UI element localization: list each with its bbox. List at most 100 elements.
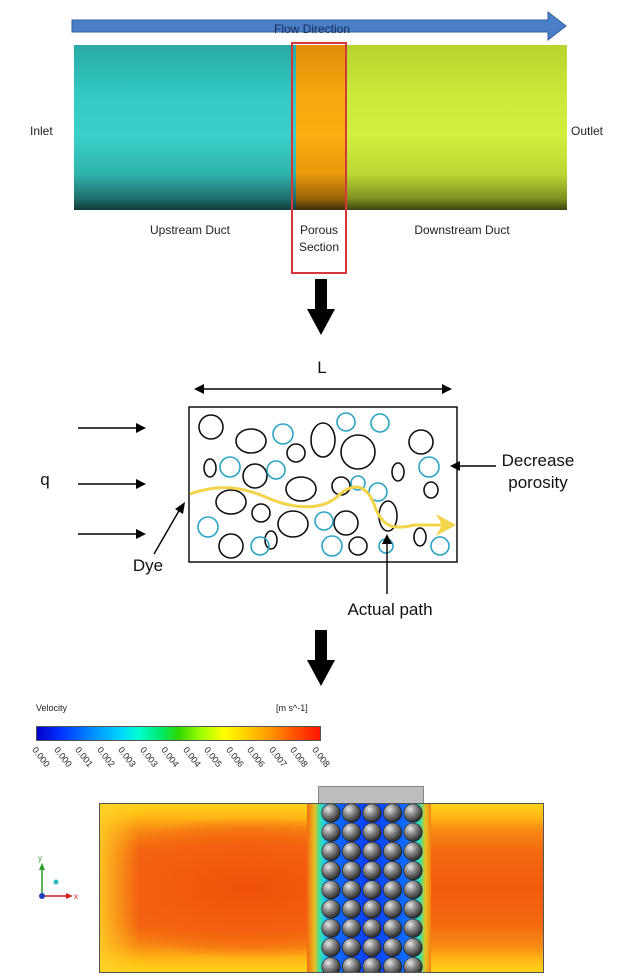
pore-blue [272,423,294,445]
sphere [362,937,382,957]
sphere [403,822,423,842]
sphere [362,899,382,919]
pore-blue [219,456,241,478]
downstream-duct-label: Downstream Duct [414,223,510,237]
sphere [341,861,361,881]
sphere [341,918,361,938]
pore-blue [336,412,356,432]
sphere [321,880,341,900]
sphere [341,822,361,842]
sphere-packing [321,803,423,973]
pore-black [264,530,278,550]
pore-blue [370,413,390,433]
sphere [403,880,423,900]
sphere [362,822,382,842]
axis-y-label: y [38,854,42,863]
sphere [403,937,423,957]
colorbar-tick-label: 0.004 [180,745,203,769]
porous-section-region [296,45,346,210]
sphere [403,841,423,861]
inflow-arrows [78,423,146,539]
dye-label: Dye [132,556,164,575]
sphere [341,937,361,957]
sphere [321,841,341,861]
colorbar-tick-label: 0.003 [137,745,160,769]
sphere [321,937,341,957]
sphere [342,957,361,973]
pore-black [340,434,376,470]
length-label: L [317,358,327,377]
sphere [383,861,403,881]
pore-black [235,428,267,454]
pore-blue [197,516,219,538]
legend-title: Velocity [36,703,68,713]
colorbar-tick-label: 0.005 [202,745,225,769]
contour-field-border [99,803,544,973]
flow-q-label: q [40,470,50,489]
colorbar-tick-label: 0.000 [30,745,52,769]
pore-black [215,489,247,515]
pore-blue [368,482,388,502]
colorbar-tick-label: 0.004 [159,745,182,769]
axis-x-label: x [74,892,78,901]
pore-black [198,414,224,440]
pore-black [423,481,439,499]
inlet-label: Inlet [30,124,53,138]
pore-black [310,422,336,458]
sphere [383,957,402,973]
decrease-porosity-label-line2: porosity [508,473,568,492]
sphere [383,899,403,919]
colorbar-tick-label: 0.001 [73,745,95,769]
pore-black [218,533,244,559]
sphere [341,841,361,861]
downstream-velocity-region [431,803,544,973]
sphere [383,937,403,957]
pore-black [333,510,359,536]
sphere [321,957,341,973]
porosity-pointer-arrow [450,461,496,471]
sphere [383,880,403,900]
flow-direction-label: Flow Direction [273,22,351,36]
sphere [362,918,382,938]
flow-direction-arrow [71,10,567,42]
length-double-arrow [194,384,452,394]
colorbar-tick-label: 0.008 [288,745,311,769]
colorbar-tick-label: 0.008 [310,745,332,769]
sphere [341,899,361,919]
colorbar-tick-label: 0.006 [245,745,268,769]
sphere [321,899,341,919]
velocity-contour-field [99,803,544,973]
sphere [403,899,423,919]
dye-path [189,485,444,529]
sphere [362,861,382,881]
pore-black [348,536,368,556]
velocity-colorbar [36,726,321,741]
pore-black [286,443,306,463]
sphere [383,841,403,861]
sphere [362,880,382,900]
colorbar-tick-label: 0.003 [116,745,139,769]
dye-pointer-arrow [153,502,185,555]
porous-insert-cap [318,786,424,804]
pore-blue [430,536,450,556]
pore-black [242,463,268,489]
colorbar-tick-label: 0.002 [94,745,117,769]
pore-black [413,527,427,547]
actual-path-label: Actual path [347,600,433,619]
pore-black [408,429,434,455]
pore-black [285,476,317,502]
sphere [362,957,382,973]
porous-label-line2: Section [298,240,340,254]
pore-blue [250,536,270,556]
sphere [403,957,423,973]
colorbar-tick-label: 0.006 [223,745,246,769]
sphere [403,918,423,938]
porous-section-highlight [291,42,347,274]
pore-black [251,503,271,523]
pore-black [277,510,309,538]
sphere [321,918,341,938]
sphere [362,841,382,861]
pore-blue [350,475,366,491]
pore-blue [418,456,440,478]
porous-label-line1: Porous [299,223,339,237]
